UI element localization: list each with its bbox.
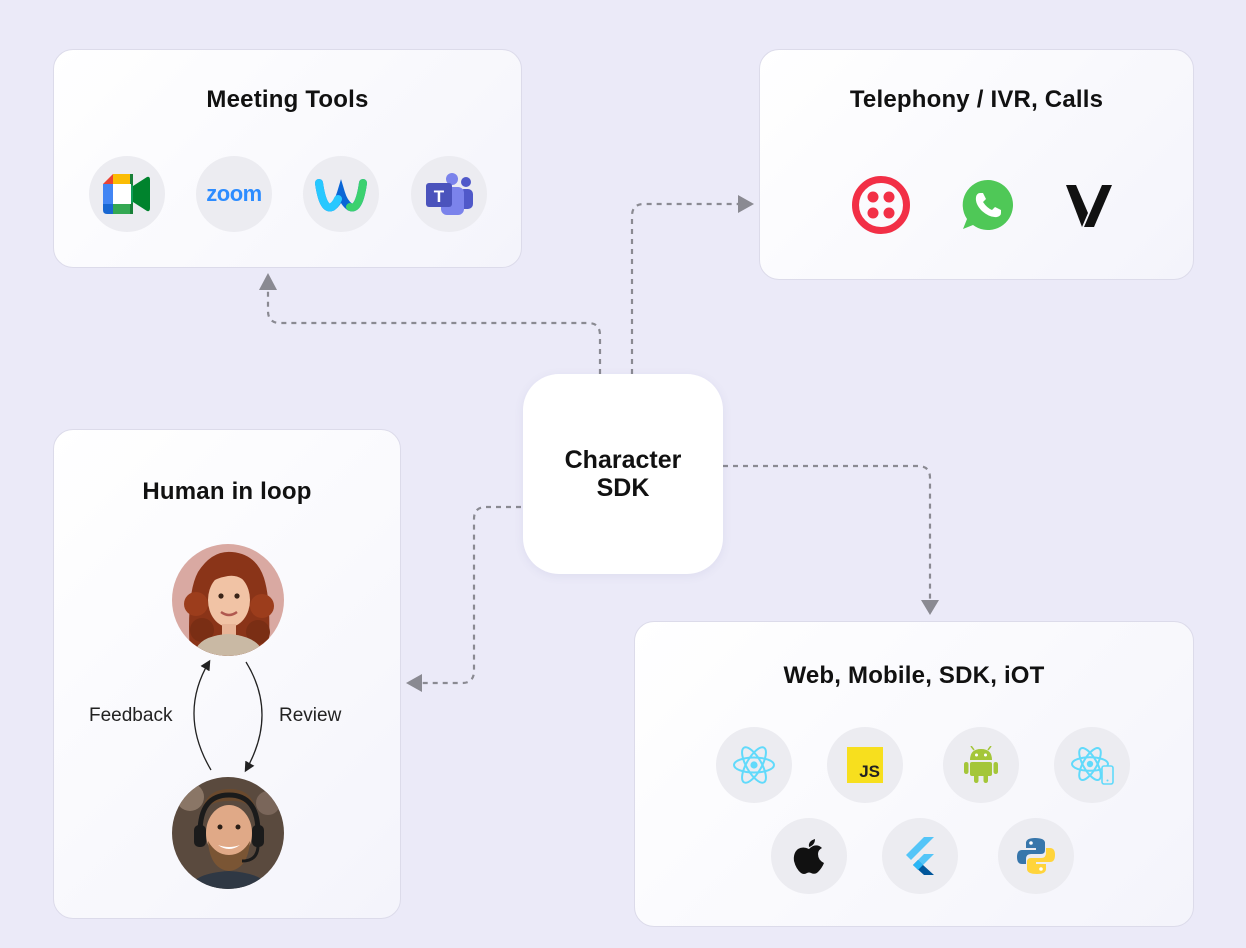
whatsapp-icon[interactable]: [960, 177, 1016, 238]
woman-avatar: [172, 544, 284, 656]
character-sdk-node[interactable]: Character SDK: [523, 374, 723, 574]
zoom-icon[interactable]: zoom: [196, 156, 272, 232]
svg-text:T: T: [434, 187, 445, 206]
feedback-review-loop-arrows: [193, 659, 263, 773]
human-in-loop-title: Human in loop: [142, 478, 312, 505]
arrowhead-telephony: [738, 195, 754, 213]
character-sdk-label-line1: Character: [564, 446, 682, 474]
python-icon[interactable]: [998, 818, 1074, 894]
meeting-tools-card: Meeting Tools zoom T: [53, 49, 522, 268]
telephony-card: Telephony / IVR, Calls: [759, 49, 1194, 280]
web-mobile-title: Web, Mobile, SDK, iOT: [783, 662, 1045, 689]
web-mobile-card: Web, Mobile, SDK, iOT JS: [634, 621, 1194, 927]
character-sdk-label-line2: SDK: [596, 474, 650, 502]
flutter-icon[interactable]: [882, 818, 958, 894]
android-icon[interactable]: [943, 727, 1019, 803]
arrowhead-human: [406, 674, 422, 692]
meeting-tools-title: Meeting Tools: [206, 86, 369, 113]
feedback-label: Feedback: [89, 705, 173, 726]
connector-to-telephony: [630, 202, 740, 374]
review-label: Review: [279, 705, 342, 726]
webex-icon[interactable]: [303, 156, 379, 232]
arrowhead-meeting: [259, 273, 277, 290]
connector-to-meeting-tools: [266, 288, 602, 374]
react-native-icon[interactable]: [1054, 727, 1130, 803]
google-meet-icon[interactable]: [89, 156, 165, 232]
apple-icon[interactable]: [771, 818, 847, 894]
twilio-icon[interactable]: [851, 175, 911, 240]
javascript-icon[interactable]: JS: [827, 727, 903, 803]
human-in-loop-card: Human in loop Feedback Review: [53, 429, 401, 919]
microsoft-teams-icon[interactable]: T: [411, 156, 487, 232]
connector-to-web: [723, 464, 932, 600]
vonage-icon[interactable]: [1064, 183, 1114, 234]
arrowhead-web: [921, 600, 939, 615]
telephony-title: Telephony / IVR, Calls: [849, 86, 1104, 113]
support-agent-avatar: [172, 777, 284, 889]
react-icon[interactable]: [716, 727, 792, 803]
connector-to-human: [422, 505, 521, 685]
